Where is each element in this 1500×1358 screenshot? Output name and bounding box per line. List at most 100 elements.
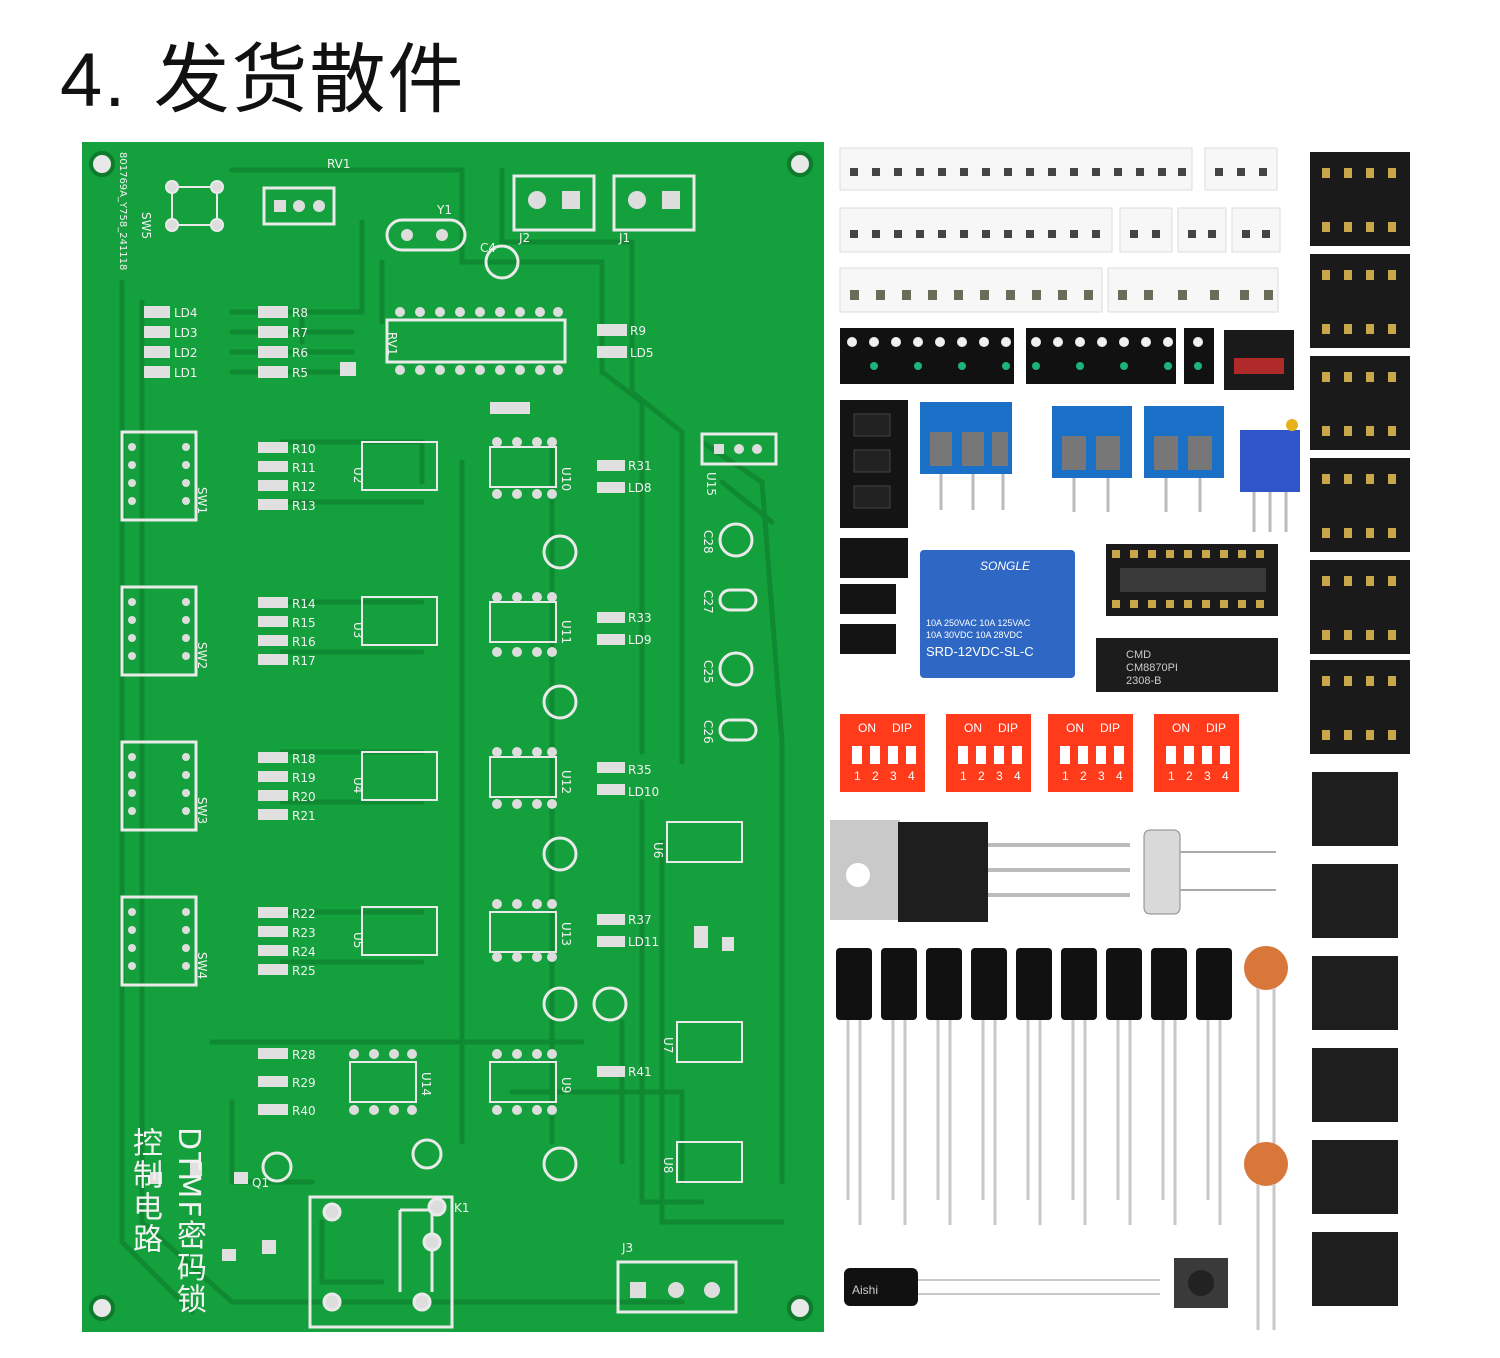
- silk-r31: R31: [628, 459, 652, 473]
- silk-sw2: SW2: [195, 642, 209, 669]
- ic-socket-18: [1106, 544, 1278, 616]
- ic-socket-pins: [1322, 168, 1396, 740]
- dip4-num-4: 4: [1222, 769, 1229, 783]
- dip2-num-4: 4: [1014, 769, 1021, 783]
- silk-r17: R17: [292, 654, 316, 668]
- silk-r22: R22: [292, 907, 316, 921]
- silk-u4: U4: [351, 777, 365, 793]
- silk-r19: R19: [292, 771, 316, 785]
- silk-r28: R28: [292, 1048, 316, 1062]
- relay-model: SRD-12VDC-SL-C: [926, 644, 1034, 659]
- silk-r21: R21: [292, 809, 316, 823]
- dip2-on: ON: [964, 721, 982, 735]
- silk-u10: U10: [559, 467, 573, 491]
- silk-c27: C27: [701, 590, 715, 614]
- j1-footprint: [612, 174, 696, 232]
- small-cap-label: Aishi: [852, 1283, 878, 1297]
- silk-r8: R8: [292, 306, 308, 320]
- dip4-on: ON: [1172, 721, 1190, 735]
- silk-u9: U9: [559, 1077, 573, 1093]
- dip3-num-1: 1: [1062, 769, 1069, 783]
- dip4-num-2: 2: [1186, 769, 1193, 783]
- relay-rating-1: 10A 250VAC 10A 125VAC: [926, 618, 1031, 628]
- silk-ld8: LD8: [628, 481, 652, 495]
- j2-footprint: [512, 174, 596, 232]
- dip8-pads: [349, 437, 557, 1115]
- trimmer-potentiometer: [1240, 419, 1300, 532]
- silk-c28: C28: [701, 530, 715, 554]
- silk-sw3: SW3: [195, 797, 209, 824]
- mount-hole: [787, 1295, 813, 1321]
- silk-r16: R16: [292, 635, 316, 649]
- mount-hole: [787, 151, 813, 177]
- silk-r11: R11: [292, 461, 316, 475]
- chip-line-1: CMD: [1126, 649, 1151, 661]
- silk-sw1: SW1: [195, 487, 209, 514]
- relay: SONGLE 10A 250VAC 10A 125VAC 10A 30VDC 1…: [920, 550, 1075, 678]
- page-title: 4. 发货散件: [60, 18, 466, 128]
- silk-u6: U6: [651, 842, 665, 858]
- dip8-footprints: [349, 446, 557, 1103]
- silk-r9: R9: [630, 324, 646, 338]
- rv1-footprint: [262, 186, 336, 226]
- ic-sockets-8: [1310, 152, 1410, 754]
- silk-r37: R37: [628, 913, 652, 927]
- terminal-blocks: [920, 402, 1224, 512]
- silk-rv1: RV1: [327, 157, 351, 171]
- dip4-num-3: 3: [1204, 769, 1211, 783]
- silk-sw5: SW5: [139, 212, 153, 239]
- voltage-regulator: [830, 820, 1130, 922]
- dip3-num-2: 2: [1080, 769, 1087, 783]
- silk-u2: U2: [351, 467, 365, 483]
- silk-j1: J1: [618, 231, 630, 245]
- silk-r7: R7: [292, 326, 308, 340]
- small-electrolytic-capacitor: Aishi: [844, 1268, 1160, 1306]
- dip3-dip: DIP: [1100, 721, 1120, 735]
- dip1-on: ON: [858, 721, 876, 735]
- silk-r23: R23: [292, 926, 316, 940]
- dip2-num-2: 2: [978, 769, 985, 783]
- dip3-num-3: 3: [1098, 769, 1105, 783]
- dip8-chips: [1312, 772, 1398, 1306]
- components-drawing: SONGLE 10A 250VAC 10A 125VAC 10A 30VDC 1…: [830, 147, 1410, 1330]
- silk-k1: K1: [454, 1201, 470, 1215]
- electrolytic-capacitors: [836, 948, 1232, 1225]
- dip2-num-1: 1: [960, 769, 967, 783]
- u15-footprint: [700, 432, 778, 466]
- silk-r15: R15: [292, 616, 316, 630]
- silk-y1: Y1: [436, 203, 452, 217]
- silk-r33: R33: [628, 611, 652, 625]
- silk-sw4: SW4: [195, 952, 209, 979]
- relay-brand: SONGLE: [980, 559, 1031, 573]
- dip3-on: ON: [1066, 721, 1084, 735]
- dip2-num-3: 3: [996, 769, 1003, 783]
- dip1-dip: DIP: [892, 721, 912, 735]
- silk-r10: R10: [292, 442, 316, 456]
- ceramic-capacitors: [1244, 946, 1288, 1330]
- dip1-num-3: 3: [890, 769, 897, 783]
- silk-r14: R14: [292, 597, 316, 611]
- smd-led-strips: [840, 328, 1294, 390]
- pcb-drawing: 801769A_Y758_241118: [89, 151, 813, 1329]
- silk-r41: R41: [628, 1065, 652, 1079]
- k1-footprint: [308, 1195, 454, 1329]
- silk-c25: C25: [701, 660, 715, 684]
- silk-ld9: LD9: [628, 633, 652, 647]
- silk-q1: Q1: [252, 1176, 269, 1190]
- pcb-board: 801769A_Y758_241118: [82, 142, 824, 1332]
- silk-ld10: LD10: [628, 785, 659, 799]
- chip-line-2: CM8870PI: [1126, 662, 1178, 674]
- led-pads-top: [144, 306, 627, 414]
- silk-u1: RV1: [385, 332, 399, 356]
- heading-number: 4.: [60, 38, 128, 123]
- silk-u8: U8: [661, 1157, 675, 1173]
- silk-u3: U3: [351, 622, 365, 638]
- pcb-traces: [119, 167, 785, 1315]
- loose-components: SONGLE 10A 250VAC 10A 125VAC 10A 30VDC 1…: [830, 140, 1495, 1340]
- silk-c4: C4: [480, 241, 496, 255]
- dip1-num-1: 1: [854, 769, 861, 783]
- silk-ld5: LD5: [630, 346, 654, 360]
- silk-r6: R6: [292, 346, 308, 360]
- j3-footprint: [616, 1260, 738, 1314]
